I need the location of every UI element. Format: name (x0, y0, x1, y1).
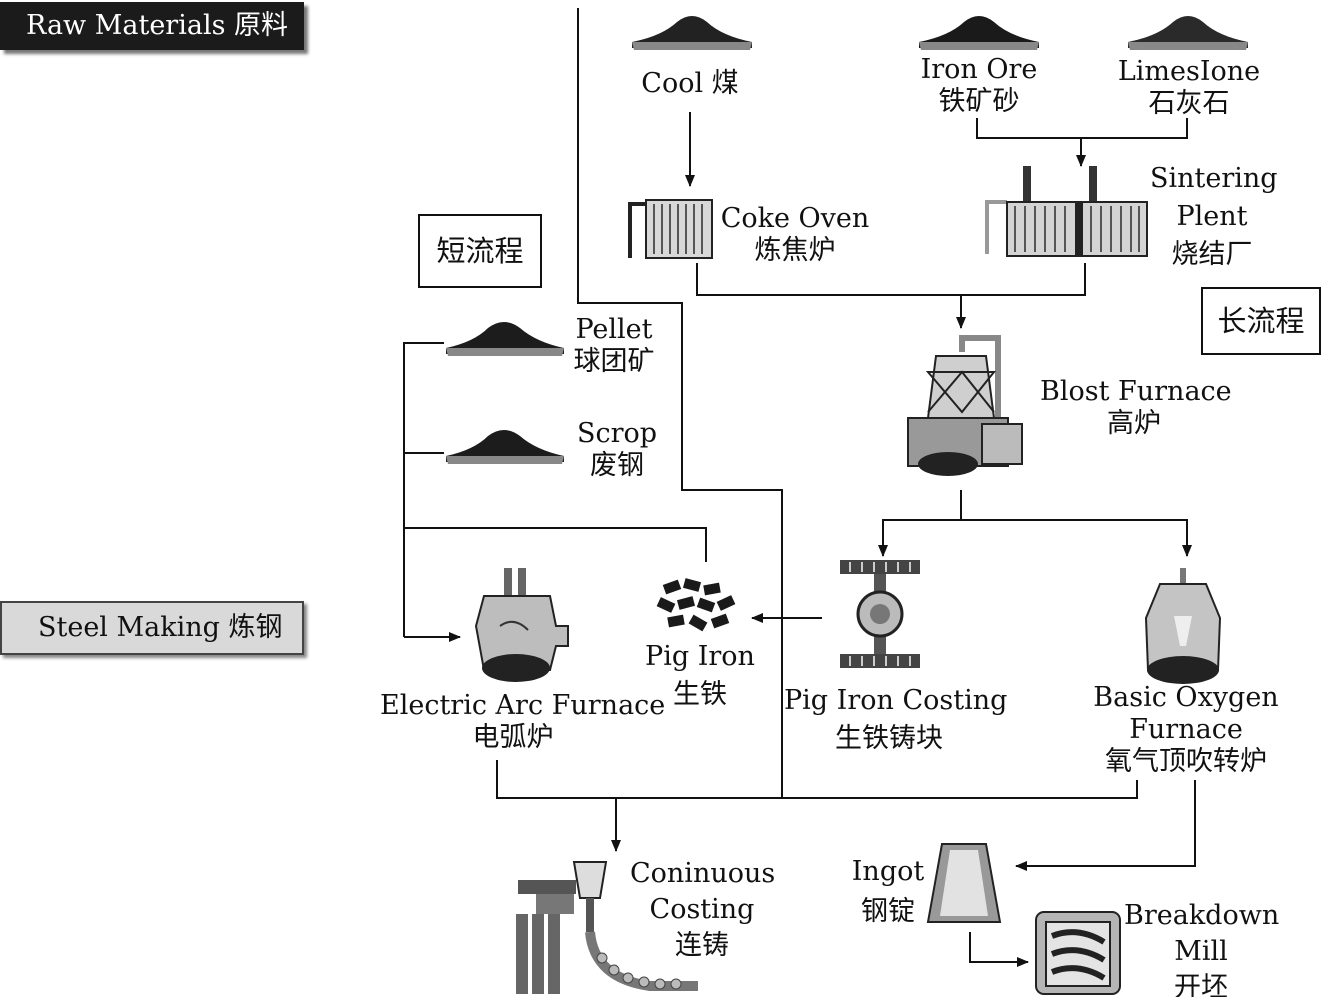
bof-icon (1144, 568, 1222, 684)
coke-oven-icon (628, 199, 713, 259)
steel-making-banner: Steel Making 炼钢 (0, 601, 304, 655)
line-long-route-boundary (577, 8, 783, 798)
sintering-plant-icon (985, 166, 1148, 257)
electric-arc-furnace-icon (474, 568, 569, 682)
long-route-label: 长流程 (1201, 287, 1321, 355)
short-route-label: 短流程 (418, 214, 542, 288)
limestone-pile-icon (1128, 16, 1248, 50)
pig-iron-casting-icon (840, 560, 920, 668)
arrow-to-pig-iron-casting (878, 519, 961, 557)
pig-iron-icon (656, 578, 736, 632)
scrap-pile-icon (446, 430, 564, 464)
arrow-to-bof (961, 519, 1192, 557)
line-coke-sinter-merge (696, 263, 1086, 296)
pellet-pile-icon (446, 322, 564, 356)
coal-label: Cool 煤 (641, 68, 739, 99)
line-pig-iron-feed (404, 527, 707, 562)
line-ore-limestone-merge (976, 118, 1188, 139)
arrow-ingot-to-mill (969, 932, 1029, 967)
raw-materials-banner: Raw Materials 原料 (0, 2, 304, 50)
blast-furnace-icon (907, 335, 1023, 476)
iron-ore-pile-icon (919, 16, 1039, 50)
breakdown-mill-icon (1035, 911, 1121, 995)
ingot-icon (926, 843, 1002, 923)
arrow-bof-to-ingot (1015, 780, 1196, 871)
coal-pile-icon (632, 16, 752, 50)
line-short-route-feed (403, 342, 444, 637)
line-steel-collector (496, 760, 1138, 799)
continuous-casting-icon (516, 861, 698, 994)
